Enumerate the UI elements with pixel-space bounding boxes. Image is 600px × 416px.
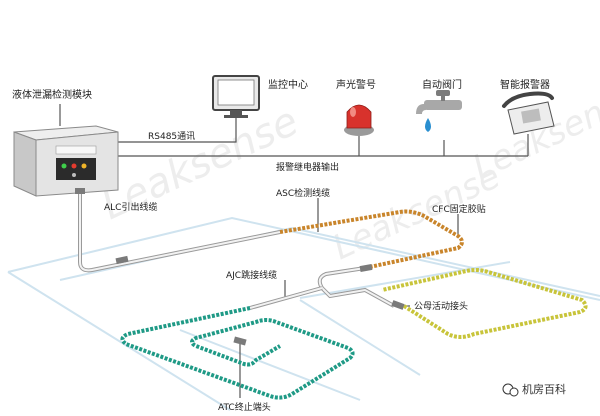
connector-label: 公母活动接头 — [414, 300, 468, 312]
teal-loop-path — [120, 306, 355, 400]
ajc-branch-core — [249, 287, 323, 309]
alc-cable — [78, 188, 281, 273]
module-fault-led-icon — [81, 163, 87, 169]
floor-outline-inner — [299, 261, 511, 299]
water-drop-icon — [425, 118, 431, 132]
yellow-loop-path — [381, 268, 588, 339]
ajc-label: AJC跳接线缆 — [226, 269, 277, 281]
floor-outline-room-2 — [179, 329, 361, 401]
cfc-label: CFC固定胶贴 — [432, 203, 486, 215]
valve-icon — [416, 104, 426, 114]
siren-label: 声光警号 — [336, 78, 376, 91]
ajc-cable-core — [318, 267, 395, 307]
floor-outline-left — [7, 271, 231, 411]
atc-label: ATC终止端头 — [218, 401, 271, 413]
atc-end-cap — [233, 336, 247, 346]
rs485-label: RS485通讯 — [148, 131, 195, 142]
monitor-line — [118, 116, 237, 143]
module-gland — [75, 188, 85, 194]
valve-device — [416, 90, 462, 132]
floor-plan — [7, 216, 600, 411]
floor-outline-outer — [7, 216, 600, 301]
monitor-stand — [230, 110, 242, 115]
valve-stem — [441, 95, 445, 101]
floor-outline-room — [299, 299, 421, 376]
teal-sensing-loop — [120, 306, 355, 400]
credit-text: 机房百科 — [522, 382, 566, 396]
connection-lines — [59, 104, 529, 398]
wechat-icon-eye — [509, 387, 519, 397]
phone-keypad — [521, 108, 541, 124]
module-side-face — [13, 131, 37, 197]
module-panel — [56, 158, 96, 180]
asc-cable — [279, 209, 464, 270]
asc-label: ASC检测线缆 — [276, 187, 330, 199]
male-female-connector — [391, 300, 405, 310]
siren-icon — [346, 104, 372, 129]
phone-handset — [502, 91, 554, 108]
valve-label: 自动阀门 — [422, 78, 462, 91]
alc-label: ALC引出线缆 — [104, 201, 157, 213]
monitor-screen — [217, 79, 255, 106]
module-reset-button-icon — [72, 173, 76, 177]
credit-badge: 机房百科 — [502, 382, 566, 397]
module-title: 液体泄漏检测模块 — [12, 88, 92, 101]
module-label-plate — [55, 145, 97, 155]
phone-label: 智能报警器 — [500, 78, 550, 91]
monitor-label: 监控中心 — [268, 78, 308, 91]
alc-cable-core — [79, 188, 281, 272]
ajc-connector — [359, 264, 373, 272]
siren-device — [344, 104, 374, 136]
asc-cable-path — [279, 209, 464, 270]
siren-highlight — [350, 107, 356, 117]
monitor-base — [224, 115, 248, 118]
yellow-sensing-loop — [381, 268, 588, 339]
module-power-led-icon — [61, 163, 67, 169]
labels: 液体泄漏检测模块 监控中心 声光警号 自动阀门 智能报警器 RS485通讯 报警… — [12, 78, 550, 413]
alc-connector — [115, 255, 129, 265]
valve-pipe — [424, 100, 462, 110]
valve-handle — [436, 90, 450, 96]
module-alarm-led-icon — [71, 163, 77, 169]
detection-module — [13, 125, 119, 197]
relay-label: 报警继电器输出 — [276, 161, 339, 173]
phone-device — [502, 91, 555, 135]
ajc-cable — [249, 264, 405, 310]
monitor-device — [212, 75, 260, 118]
